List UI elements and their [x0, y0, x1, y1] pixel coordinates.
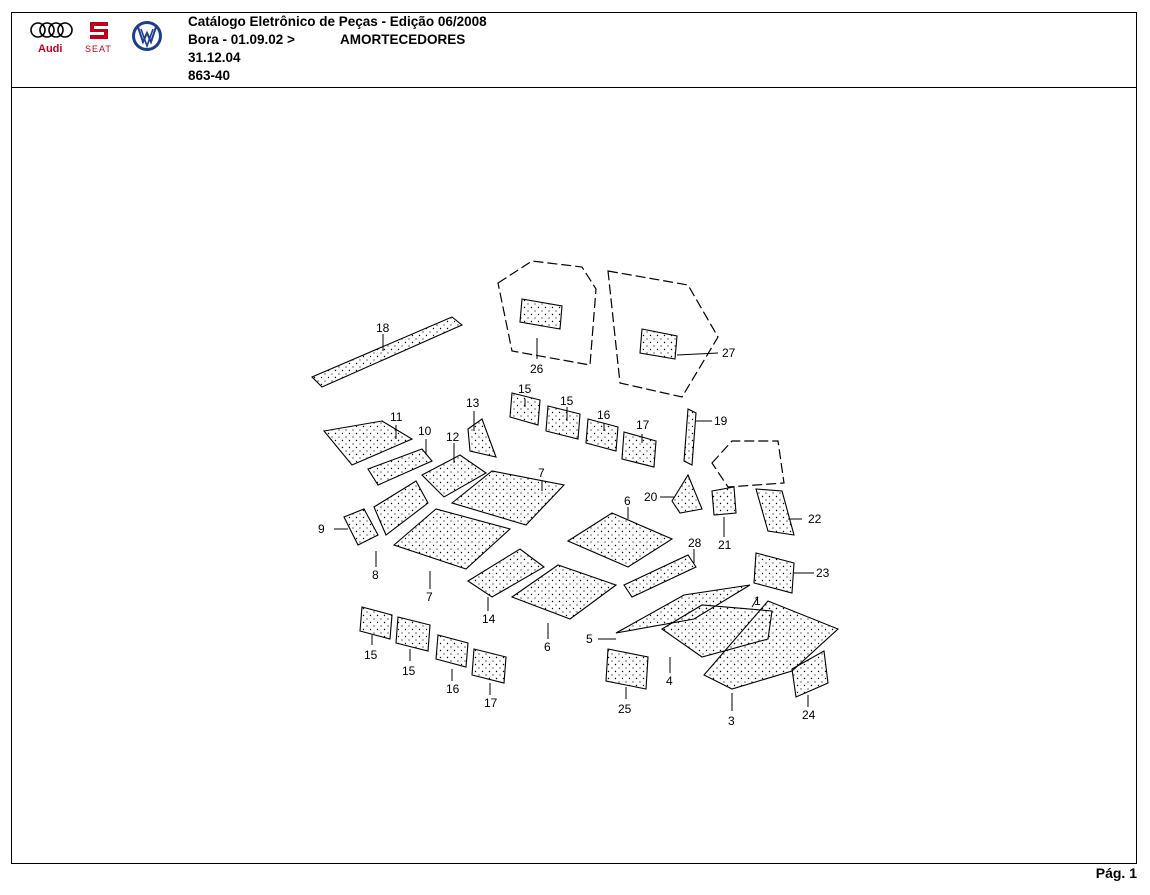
callout-8: 8	[372, 568, 379, 582]
part-9	[343, 508, 379, 546]
part-18	[311, 316, 464, 388]
page-number: Pág. 1	[1095, 865, 1137, 881]
part-21	[711, 486, 737, 516]
callout-25: 25	[618, 702, 632, 716]
part-11	[322, 420, 414, 466]
part-20	[671, 473, 703, 514]
callout-7: 7	[538, 466, 545, 480]
part-15-c	[359, 606, 393, 640]
callout-19: 19	[714, 414, 728, 428]
callout-12: 12	[446, 430, 460, 444]
callout-6: 6	[544, 640, 551, 654]
model-range-end: 31.12.04	[188, 50, 241, 65]
part-16-a	[585, 418, 619, 452]
seat-logo: SEAT	[85, 22, 112, 54]
wheelhouse-outline	[711, 440, 785, 488]
callout-14: 14	[482, 612, 496, 626]
part-10	[367, 448, 433, 486]
callout-16: 16	[446, 682, 460, 696]
rear-door-outline	[607, 270, 719, 398]
diagram-code: 863-40	[188, 68, 231, 83]
part-25	[605, 648, 649, 690]
callout-7: 7	[426, 590, 433, 604]
svg-text:Audi: Audi	[38, 43, 62, 55]
callout-6: 6	[624, 494, 631, 508]
callout-17: 17	[636, 418, 650, 432]
part-14	[466, 548, 545, 598]
part-26	[519, 298, 563, 330]
callout-20: 20	[644, 490, 658, 504]
callout-13: 13	[466, 396, 480, 410]
callout-27: 27	[722, 346, 736, 360]
part-8	[373, 480, 429, 536]
callout-4: 4	[666, 674, 673, 688]
callout-23: 23	[816, 566, 830, 580]
callout-26: 26	[530, 362, 544, 376]
parts-diagram: 18 26 27 15 15 16 17 19 11 10 12 13 7 9 …	[311, 260, 840, 728]
section-title: AMORTECEDORES	[340, 32, 466, 47]
vw-logo	[132, 21, 162, 51]
page-frame: Audi SEAT Catálogo Eletrônico de Peças -…	[11, 12, 1137, 864]
callout-15: 15	[560, 394, 574, 408]
callout-24: 24	[802, 708, 816, 722]
callout-1: 1	[754, 594, 761, 608]
part-5	[615, 584, 751, 634]
part-3	[703, 600, 840, 690]
part-15-a	[509, 392, 541, 426]
callout-5: 5	[586, 632, 593, 646]
model-range: Bora - 01.09.02 >	[188, 32, 295, 47]
part-16-b	[435, 634, 469, 668]
part-6-a	[566, 512, 674, 568]
part-22	[755, 488, 795, 536]
part-7-b	[392, 508, 512, 570]
callout-17: 17	[484, 696, 498, 710]
part-6-b	[510, 564, 618, 620]
callout-15: 15	[518, 382, 532, 396]
part-17-a	[621, 431, 657, 468]
part-7-a	[450, 470, 566, 526]
svg-text:SEAT: SEAT	[85, 44, 112, 54]
callout-18: 18	[376, 321, 390, 335]
brand-logos: Audi SEAT	[30, 21, 162, 55]
callout-10: 10	[418, 424, 432, 438]
catalog-header: Audi SEAT Catálogo Eletrônico de Peças -…	[12, 13, 1136, 88]
part-24	[791, 650, 829, 698]
callout-9: 9	[318, 522, 325, 536]
audi-logo: Audi	[30, 22, 73, 55]
callout-22: 22	[808, 512, 822, 526]
callout-15: 15	[364, 648, 378, 662]
callout-11: 11	[390, 410, 403, 424]
part-15-d	[395, 616, 431, 652]
part-17-b	[471, 648, 507, 684]
callout-15: 15	[402, 664, 416, 678]
part-23	[753, 552, 795, 594]
callout-21: 21	[718, 538, 732, 552]
part-12	[421, 454, 488, 498]
callout-28: 28	[688, 536, 702, 550]
part-19	[683, 408, 697, 466]
part-15-b	[545, 405, 581, 440]
callout-16: 16	[597, 408, 611, 422]
part-27	[639, 328, 678, 360]
part-28	[623, 554, 697, 598]
callout-3: 3	[728, 714, 735, 728]
catalog-title: Catálogo Eletrônico de Peças - Edição 06…	[188, 14, 487, 29]
part-13	[467, 418, 497, 458]
front-door-outline	[497, 260, 597, 366]
